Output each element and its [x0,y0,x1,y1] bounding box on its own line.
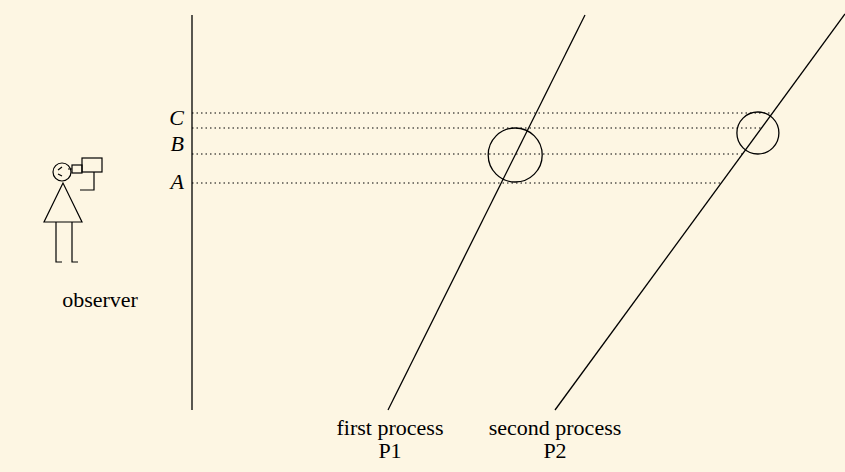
dotted-line [192,154,743,155]
dotted-line [192,183,721,184]
dotted-lines [192,113,773,183]
observer-label: observer [62,289,138,311]
event-label: B [171,133,184,155]
event-circle [488,128,542,182]
dotted-line [192,128,762,129]
event-label: A [171,171,184,193]
dotted-line [192,113,773,114]
process-label: P2 [543,440,566,462]
process-label: second process [489,417,622,439]
observer-figure [44,158,102,262]
observer-axis [191,15,192,410]
process-line [388,15,585,410]
process-label: P1 [378,440,401,462]
event-circle [737,112,779,154]
process-label: first process [337,417,444,439]
event-label: C [169,107,184,129]
process-line [555,14,845,410]
